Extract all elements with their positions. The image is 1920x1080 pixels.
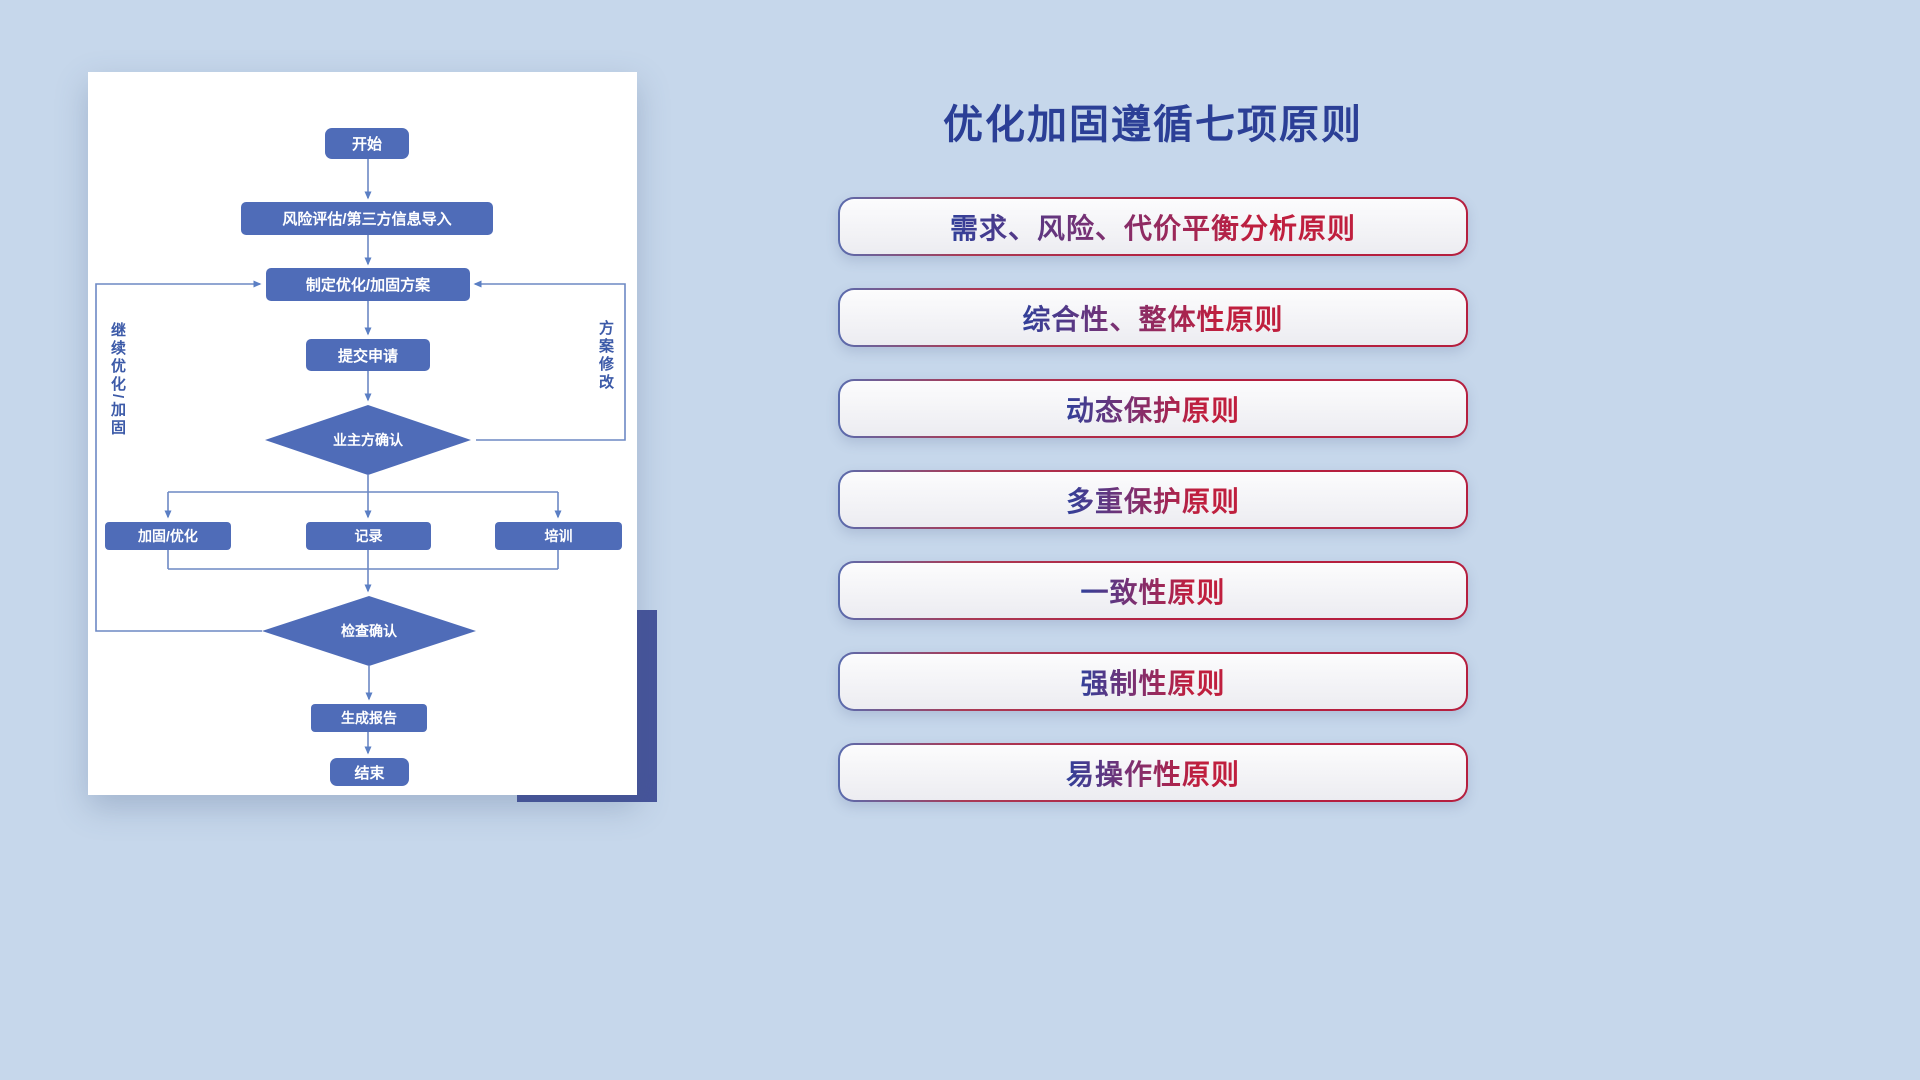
- loop-label-plan-revision: 方案修改: [597, 320, 614, 392]
- flow-node-reinforce: 加固/优化: [105, 522, 231, 550]
- flow-node-end: 结束: [330, 758, 409, 786]
- principle-item: 一致性原则: [838, 561, 1468, 620]
- flow-node-risk-import: 风险评估/第三方信息导入: [241, 202, 493, 235]
- principle-item: 需求、风险、代价平衡分析原则: [838, 197, 1468, 256]
- principle-item-body: 一致性原则: [840, 563, 1466, 618]
- principle-item: 动态保护原则: [838, 379, 1468, 438]
- flowchart-card: 开始 风险评估/第三方信息导入 制定优化/加固方案 提交申请 业主方确认 加固/…: [88, 72, 637, 795]
- flow-node-make-plan: 制定优化/加固方案: [266, 268, 470, 301]
- flow-node-start: 开始: [325, 128, 409, 159]
- flow-node-report: 生成报告: [311, 704, 427, 732]
- principle-item: 综合性、整体性原则: [838, 288, 1468, 347]
- principle-item: 易操作性原则: [838, 743, 1468, 802]
- flow-node-record: 记录: [306, 522, 431, 550]
- principle-label: 强制性原则: [1080, 662, 1225, 702]
- principle-label: 综合性、整体性原则: [1022, 298, 1283, 338]
- principle-item-body: 综合性、整体性原则: [840, 290, 1466, 345]
- principles-list: 需求、风险、代价平衡分析原则 综合性、整体性原则 动态保护原则 多重保护原则 一…: [838, 197, 1468, 802]
- principle-label: 易操作性原则: [1066, 753, 1240, 793]
- principle-item-body: 强制性原则: [840, 654, 1466, 709]
- principle-label: 一致性原则: [1080, 571, 1225, 611]
- loop-label-continue-optimize: 继续优化/加固: [109, 322, 126, 438]
- flowchart-connectors: [95, 159, 626, 755]
- principle-item: 强制性原则: [838, 652, 1468, 711]
- principle-item-body: 需求、风险、代价平衡分析原则: [840, 199, 1466, 254]
- principle-item-body: 易操作性原则: [840, 745, 1466, 800]
- principle-label: 多重保护原则: [1066, 480, 1240, 520]
- principle-item-body: 动态保护原则: [840, 381, 1466, 436]
- principle-item: 多重保护原则: [838, 470, 1468, 529]
- principles-title: 优化加固遵循七项原则: [943, 103, 1363, 147]
- flow-node-training: 培训: [495, 522, 622, 550]
- principle-label: 需求、风险、代价平衡分析原则: [950, 207, 1356, 247]
- flow-node-submit: 提交申请: [306, 339, 430, 371]
- principle-label: 动态保护原则: [1066, 389, 1240, 429]
- principle-item-body: 多重保护原则: [840, 472, 1466, 527]
